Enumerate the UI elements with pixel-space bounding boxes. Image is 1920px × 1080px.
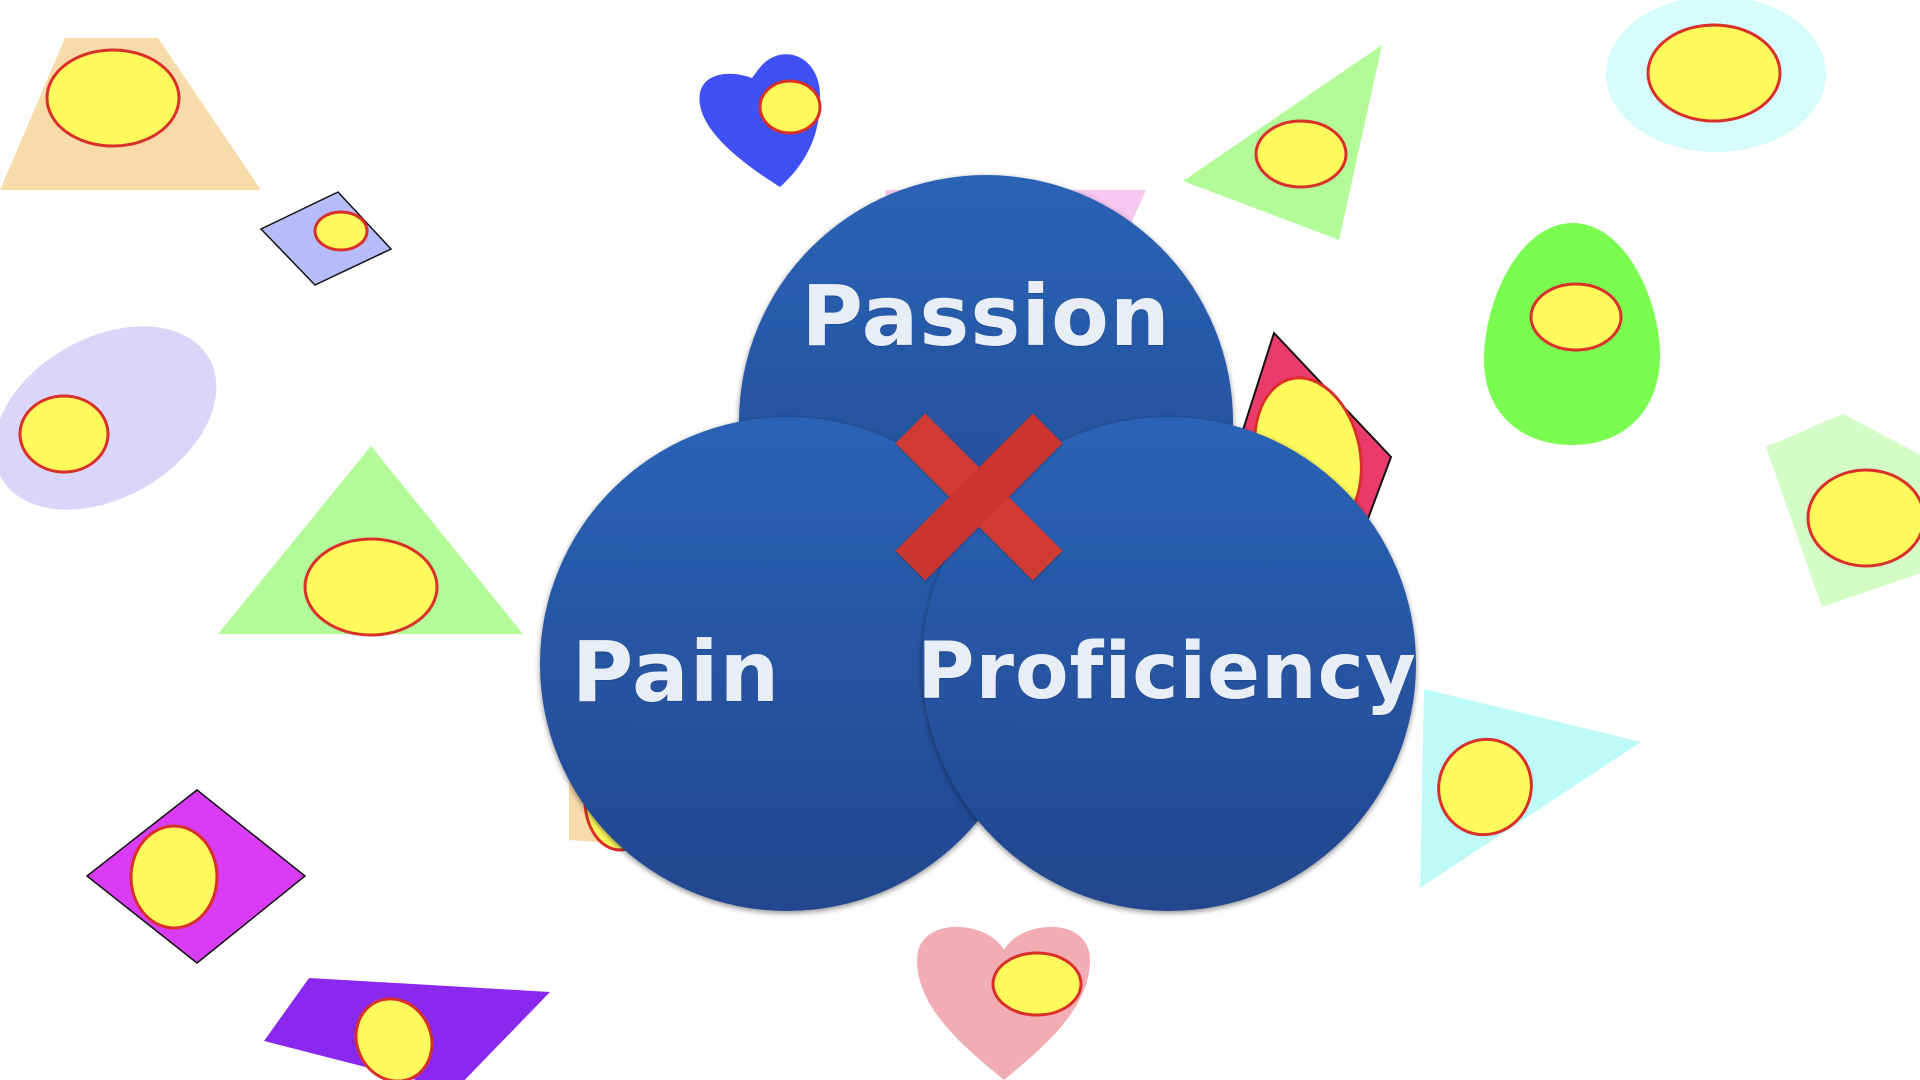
- yellow-spot: [18, 394, 110, 474]
- decoration-green-triangle-top-right: [1183, 45, 1382, 240]
- decoration-magenta-rhombus: [85, 789, 307, 964]
- yellow-spot: [45, 48, 181, 148]
- decoration-blue-heart: [699, 54, 822, 187]
- decoration-lavender-rhombus: [259, 191, 393, 286]
- decoration-lavender-blob: [0, 326, 217, 510]
- decoration-pink-heart: [917, 926, 1090, 1080]
- x-mark-icon: [895, 413, 1063, 581]
- yellow-spot: [1646, 23, 1782, 123]
- yellow-spot: [354, 997, 434, 1080]
- yellow-spot: [758, 79, 822, 135]
- decoration-green-triangle-left: [218, 446, 523, 637]
- yellow-spot: [303, 537, 439, 637]
- label-pain: Pain: [571, 623, 781, 721]
- decoration-pale-green-pentagon: [1766, 414, 1920, 607]
- decoration-cyan-ellipse: [1606, 0, 1826, 152]
- label-proficiency: Proficiency: [917, 627, 1417, 717]
- yellow-spot: [1437, 737, 1533, 837]
- yellow-spot: [991, 951, 1083, 1017]
- yellow-spot: [1529, 282, 1623, 352]
- decoration-green-egg: [1484, 223, 1660, 445]
- yellow-spot: [1254, 119, 1348, 189]
- decoration-peach-trapezoid: [0, 38, 261, 190]
- label-passion: Passion: [801, 267, 1171, 365]
- decoration-cyan-triangle: [1420, 689, 1641, 888]
- yellow-spot: [313, 210, 369, 252]
- yellow-spot: [129, 824, 219, 930]
- decoration-purple-quad: [264, 978, 550, 1080]
- yellow-spot: [1806, 468, 1920, 568]
